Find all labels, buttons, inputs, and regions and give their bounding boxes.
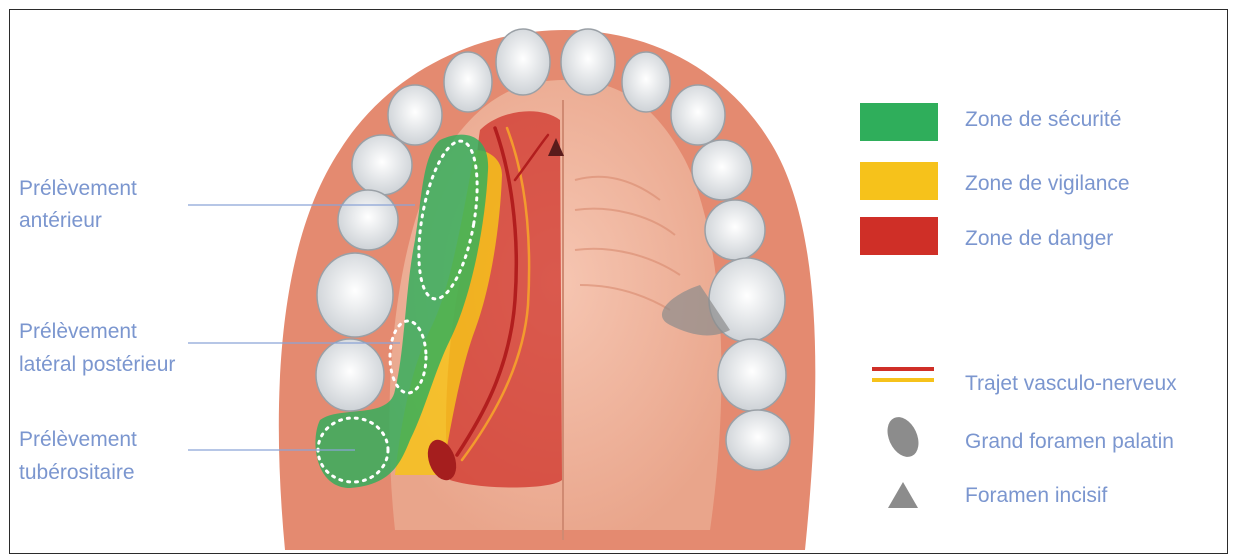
label-anterior-line2: antérieur (19, 206, 102, 236)
legend-label-danger: Zone de danger (965, 227, 1113, 251)
legend-label-safe: Zone de sécurité (965, 108, 1121, 132)
tooth (388, 85, 442, 145)
legend-swatch-safe (860, 103, 938, 141)
ellipse-icon (881, 412, 924, 462)
tooth (726, 410, 790, 470)
legend-label-greater-palatine: Grand foramen palatin (965, 430, 1174, 454)
nerve-path-icon (872, 367, 934, 382)
palate-diagram (10, 10, 1228, 554)
triangle-icon (888, 482, 918, 508)
label-anterior-line1: Prélèvement (19, 174, 137, 204)
tooth (622, 52, 670, 112)
tooth (692, 140, 752, 200)
tooth (316, 339, 384, 411)
tooth (444, 52, 492, 112)
figure-frame: Prélèvement antérieur Prélèvement latéra… (9, 9, 1228, 554)
tooth (671, 85, 725, 145)
legend-label-vigilance: Zone de vigilance (965, 172, 1130, 196)
legend-label-incisive: Foramen incisif (965, 484, 1107, 508)
legend-swatch-danger (860, 217, 938, 255)
tooth (317, 253, 393, 337)
tooth (352, 135, 412, 195)
label-lateral-line1: Prélèvement (19, 317, 137, 347)
legend-swatch-vigilance (860, 162, 938, 200)
label-tuberosity-line2: tubérositaire (19, 458, 135, 488)
legend-label-nerve-path: Trajet vasculo-nerveux (965, 372, 1177, 396)
label-tuberosity-line1: Prélèvement (19, 425, 137, 455)
tooth (496, 29, 550, 95)
tooth (718, 339, 786, 411)
tooth (338, 190, 398, 250)
tooth (705, 200, 765, 260)
label-lateral-line2: latéral postérieur (19, 350, 175, 380)
tooth (561, 29, 615, 95)
